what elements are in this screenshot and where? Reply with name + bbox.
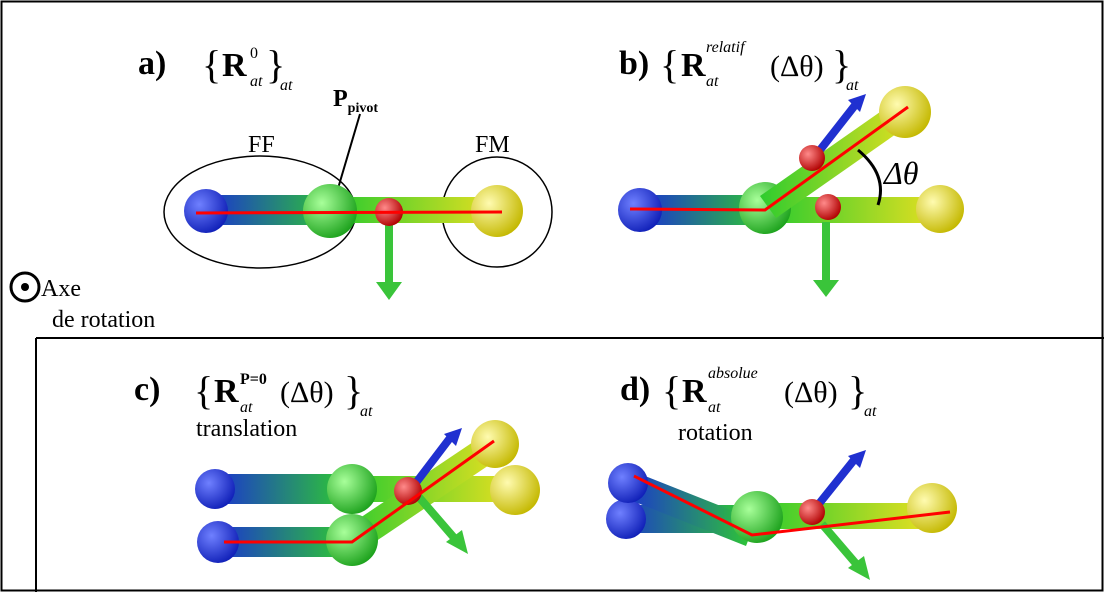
rotation-axis-dot <box>21 283 29 291</box>
panel-d-argument: (Δθ) <box>784 376 838 409</box>
panel-c-superscript: P=0 <box>240 371 267 388</box>
b-angle-label: Δθ <box>882 155 919 191</box>
b-blue-arrow-shaft <box>816 101 860 153</box>
panel-a-symbol: R <box>222 47 247 84</box>
panel-b-outer-subscript: at <box>846 77 859 94</box>
c-green-arrow-shaft <box>414 493 460 543</box>
panel-a-superscript: 0 <box>250 45 258 62</box>
b-yellow-joint-rot <box>879 86 931 138</box>
legend-line1: Axe <box>41 276 81 302</box>
blue-joint <box>184 189 228 233</box>
fm-label: FM <box>475 132 510 158</box>
panel-a-brace-close: } <box>266 42 285 87</box>
d-blue-arrow-shaft <box>814 457 858 508</box>
panel-d-brace-open: { <box>662 368 681 413</box>
green-down-arrow-head <box>376 282 402 300</box>
panel-b-symbol: R <box>681 47 706 84</box>
panel-d: d) { R absolue at (Δθ) } at rotation <box>606 365 957 580</box>
rotation-axis-legend: Axe de rotation <box>9 271 155 333</box>
c-blue-arrow-head <box>444 428 462 446</box>
c-green-joint-lower <box>326 514 378 566</box>
panel-a-subscript: at <box>250 73 263 90</box>
panel-b-argument: (Δθ) <box>770 50 824 83</box>
d-segment-rot-blue-green <box>620 470 756 546</box>
panel-c-argument: (Δθ) <box>280 376 334 409</box>
panel-a-letter: a) <box>138 45 166 82</box>
c-blue-joint-upper <box>195 469 235 509</box>
d-blue-arrow-head <box>848 450 866 468</box>
b-red-pivot-rot <box>799 145 825 171</box>
panel-c-symbol: R <box>214 373 239 410</box>
panel-a-brace-open: { <box>202 42 221 87</box>
panel-c-outer-subscript: at <box>360 403 373 420</box>
c-segment-upper-blue-green <box>210 474 350 504</box>
axis-line <box>195 210 503 215</box>
panel-b-letter: b) <box>619 45 649 82</box>
legend-line2: de rotation <box>52 307 155 333</box>
c-green-arrow-head <box>446 530 468 554</box>
b-angle-arc <box>857 148 882 206</box>
d-yellow-joint <box>907 483 957 533</box>
d-green-arrow-shaft <box>818 521 862 569</box>
c-blue-joint-lower <box>197 521 239 563</box>
panel-a: a) { R 0 at } at Ppivot FF FM <box>138 42 553 300</box>
panel-d-letter: d) <box>620 371 650 408</box>
ff-label: FF <box>248 132 275 158</box>
b-segment-green-yellow-ref <box>770 197 940 223</box>
panel-d-superscript: absolue <box>708 365 758 382</box>
d-axis-line <box>633 474 951 537</box>
pivot-label: Ppivot <box>333 86 378 116</box>
panel-b-brace-close: } <box>832 42 851 87</box>
panel-b: b) { R relatif at (Δθ) } at Δθ <box>618 39 964 297</box>
panel-c-letter: c) <box>134 371 160 408</box>
b-axis-line <box>629 105 909 212</box>
c-green-joint-upper <box>327 464 377 514</box>
panel-c-caption: translation <box>196 416 297 442</box>
panel-b-subscript: at <box>706 73 719 90</box>
panel-d-brace-close: } <box>848 368 867 413</box>
c-yellow-joint-rot <box>471 420 519 468</box>
panel-c: c) { R P=0 at (Δθ) } at translation <box>134 368 540 566</box>
panel-c-brace-close: } <box>344 368 363 413</box>
c-axis-line <box>224 439 495 544</box>
d-red-pivot <box>799 499 825 525</box>
b-red-pivot-ref <box>815 194 841 220</box>
panel-c-subscript: at <box>240 399 253 416</box>
d-blue-joint-ref <box>606 499 646 539</box>
panel-b-superscript: relatif <box>706 39 747 56</box>
panel-c-brace-open: { <box>194 368 213 413</box>
b-green-arrow-head <box>813 280 839 297</box>
panel-d-symbol: R <box>682 373 707 410</box>
rotation-axis-icon <box>9 271 41 303</box>
green-joint <box>303 184 357 238</box>
panel-d-caption: rotation <box>678 420 753 446</box>
c-yellow-joint-upper <box>490 465 540 515</box>
d-blue-joint-rot <box>608 463 648 503</box>
d-green-arrow-head <box>848 556 870 580</box>
panel-a-outer-subscript: at <box>280 77 293 94</box>
b-blue-arrow-head <box>848 94 866 112</box>
panel-d-subscript: at <box>708 399 721 416</box>
panel-b-brace-open: { <box>660 42 679 87</box>
c-blue-arrow-shaft <box>408 435 454 491</box>
panel-d-outer-subscript: at <box>864 403 877 420</box>
b-yellow-joint-ref <box>916 185 964 233</box>
